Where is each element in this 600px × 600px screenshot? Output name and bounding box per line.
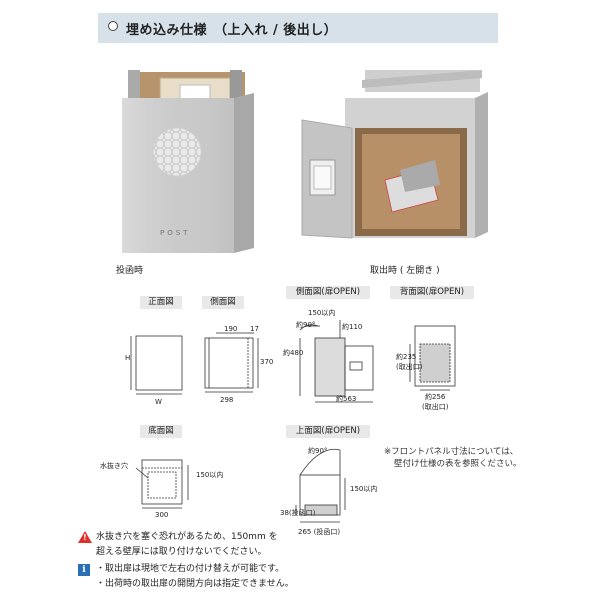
warning-line1: 水抜き穴を塞ぐ恐れがあるため、150mm を xyxy=(96,532,278,542)
section-header xyxy=(98,13,498,43)
dim-side-298: 298 xyxy=(220,396,234,404)
top-open-arc xyxy=(299,448,341,476)
tag-back-view-open: 背面図(扉OPEN) xyxy=(390,286,474,299)
caption-retrieving: 取出時 ( 左開き ) xyxy=(370,266,440,276)
dim-top-open-150: 150以内 xyxy=(350,485,378,493)
warning-line2: 超える壁厚には取り付けないでください。 xyxy=(96,547,267,557)
info-icon: i xyxy=(78,564,90,576)
dim-back-235-sub: (取出口) xyxy=(396,363,423,371)
side-view-outline xyxy=(204,337,254,389)
dim-side-370: 370 xyxy=(260,358,274,366)
dim-top-open-90: 約90° xyxy=(308,447,328,455)
dim-side-open-480: 約480 xyxy=(283,349,304,357)
tag-front-view: 正面図 xyxy=(140,296,182,309)
front-view-outline xyxy=(135,335,183,391)
info-line1: ・取出扉は現地で左右の付け替えが可能です。 xyxy=(96,564,285,574)
dim-side-open-150: 150以内 xyxy=(308,309,336,317)
tag-side-view: 側面図 xyxy=(202,296,244,309)
warning-icon xyxy=(78,531,92,543)
dim-side-open-563: 約563 xyxy=(336,395,357,403)
bottom-view-outline xyxy=(141,459,183,505)
section-title: 埋め込み仕様 （上入れ / 後出し） xyxy=(126,23,338,38)
dim-back-256: 約256 xyxy=(425,393,446,401)
info-line2: ・出荷時の取出扉の開閉方向は指定できません。 xyxy=(96,579,294,589)
panel-note-line2: 壁付け仕様の表を参照ください。 xyxy=(394,459,522,469)
tag-top-view-open: 上面図(扉OPEN) xyxy=(286,425,370,438)
dim-side-open-110: 約110 xyxy=(342,323,363,331)
drain-hole-label: 水抜き穴 xyxy=(100,462,128,470)
dim-bottom-150: 150以内 xyxy=(196,471,224,479)
panel-note-line1: ※フロントパネル寸法については、 xyxy=(384,447,519,457)
dim-front-w: W xyxy=(155,398,162,406)
post-label: POST xyxy=(160,229,190,237)
circle-bullet-icon xyxy=(108,21,118,31)
product-photos: POST xyxy=(122,70,488,253)
tag-bottom-view: 底面図 xyxy=(140,425,182,438)
warning-mark: ! xyxy=(83,533,87,542)
technical-drawings xyxy=(130,320,456,523)
dim-back-256-sub: (取出口) xyxy=(422,403,449,411)
dim-side-open-90: 約90° xyxy=(296,321,316,329)
dim-back-235: 約235 xyxy=(396,353,417,361)
side-open-body xyxy=(314,337,346,397)
tag-side-view-open: 側面図(扉OPEN) xyxy=(286,286,370,299)
dim-top-open-265: 265 (投函口) xyxy=(298,528,341,536)
dim-side-190: 190 xyxy=(224,325,238,333)
photo-retrieving xyxy=(301,70,488,239)
photo-posting: POST xyxy=(122,70,254,253)
back-open-outline xyxy=(414,325,456,387)
side-open-door xyxy=(344,345,374,391)
dim-side-17: 17 xyxy=(250,325,259,333)
caption-posting: 投函時 xyxy=(116,266,144,276)
dim-bottom-300: 300 xyxy=(155,511,169,519)
dim-top-open-38: 38(投函口) xyxy=(280,509,316,517)
dim-front-h: H xyxy=(125,354,131,362)
